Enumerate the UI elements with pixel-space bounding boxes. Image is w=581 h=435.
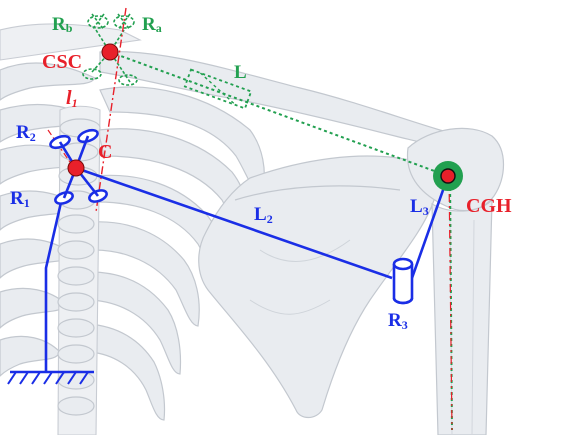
link-l3	[410, 175, 450, 279]
label-r1: R1	[10, 188, 30, 210]
label-ra: Ra	[142, 14, 162, 35]
joint-csc-marker	[101, 43, 119, 61]
csc-cgh-dotted-line	[109, 51, 449, 177]
joint-markers	[67, 43, 463, 191]
link-l2	[75, 166, 393, 280]
revolute-joint-r2	[49, 128, 99, 171]
labels: Rb Ra CSC L l1 R2 C R1 L2 L3 CGH R3	[10, 14, 512, 332]
label-l: L	[234, 62, 247, 83]
label-cgh: CGH	[466, 195, 512, 217]
joint-c-marker	[67, 159, 85, 177]
label-csc: CSC	[42, 51, 82, 73]
label-l3: L3	[410, 196, 429, 218]
humerus-red-axis	[448, 175, 453, 431]
axis-r2-dash	[47, 129, 75, 169]
link-r1	[44, 197, 64, 372]
label-r3: R3	[388, 310, 408, 332]
joint-cgh-marker	[433, 161, 463, 191]
humerus	[431, 198, 493, 435]
cylinder-joint-r3	[392, 257, 414, 305]
label-l1: l1	[66, 87, 78, 110]
label-r2: R2	[16, 122, 36, 144]
label-l2: L2	[254, 204, 273, 226]
revolute-joint-r1	[54, 165, 108, 205]
label-c: C	[98, 141, 112, 163]
label-rb: Rb	[52, 14, 73, 35]
ground-fixed-support	[7, 370, 94, 385]
prismatic-link-l	[183, 68, 253, 110]
blue-linkage	[7, 128, 450, 385]
